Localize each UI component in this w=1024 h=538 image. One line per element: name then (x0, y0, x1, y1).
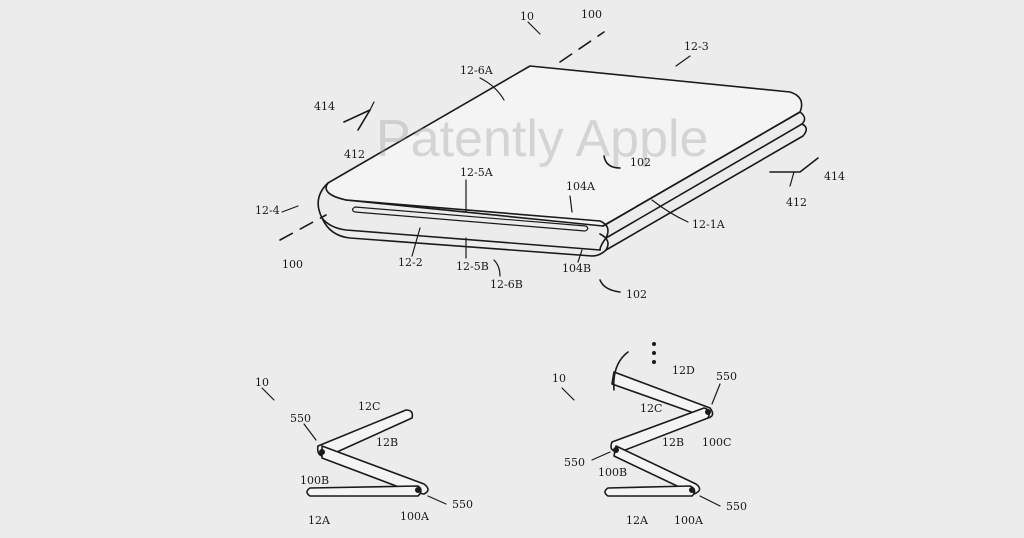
label-side-top-right: 12-3 (684, 40, 709, 53)
zfold-right-label-550-mid: 550 (564, 456, 585, 469)
zfold-left-label-550-bottom: 550 (452, 498, 473, 511)
zfold-right-label-100b: 100B (598, 466, 627, 479)
zfold-left-label-100a: 100A (400, 510, 430, 523)
direction-arrow-right (770, 158, 818, 172)
zfold-left-hinge-b-dot (319, 449, 325, 455)
zfold-left-label-12a: 12A (308, 514, 331, 527)
zfold-left-leader-550-bottom (428, 496, 446, 504)
label-rotation-top: 102 (630, 156, 651, 169)
zfold-right-leader-550-top (712, 384, 720, 404)
label-hinge-top: 104A (566, 180, 596, 193)
fold-axis-left (280, 215, 326, 240)
label-arrow-left: 414 (314, 100, 335, 113)
zfold-left-label-12b: 12B (376, 436, 398, 449)
label-axis-left: 100 (282, 258, 303, 271)
zfold-left-figure (262, 388, 446, 504)
label-hinge-bottom: 104B (562, 262, 591, 275)
zfold-right-label-device: 10 (552, 372, 566, 385)
zfold-left-leader-10 (262, 388, 274, 400)
label-arrow-right-ref: 412 (786, 196, 807, 209)
leader-12-1A (652, 200, 688, 222)
zfold-right-label-550-top: 550 (716, 370, 737, 383)
continuation-dot-1 (652, 342, 656, 346)
label-axis-top: 100 (581, 8, 602, 21)
continuation-dot-2 (652, 351, 656, 355)
leader-10-top (528, 22, 540, 34)
direction-arrow-left-tip (370, 102, 374, 110)
zfold-right-label-100c: 100C (702, 436, 731, 449)
zfold-right-label-12d: 12D (672, 364, 695, 377)
zfold-right-label-100a: 100A (674, 514, 704, 527)
label-surface-top: 12-6A (460, 64, 494, 77)
label-arrow-right: 414 (824, 170, 845, 183)
zfold-right-hinge-a-dot (689, 487, 695, 493)
leader-12-4 (282, 206, 298, 212)
label-surface-bottom: 12-6B (490, 278, 523, 291)
label-fold-outer: 12-5A (460, 166, 494, 179)
label-device-ref: 10 (520, 10, 534, 23)
continuation-dot-3 (652, 360, 656, 364)
watermark: Patently Apple (376, 110, 708, 168)
label-edge-left: 12-4 (255, 204, 280, 217)
rotation-arrow-bottom (600, 280, 620, 292)
zfold-right-leader-550-bottom (700, 496, 720, 506)
direction-arrow-left (344, 110, 370, 130)
label-arrow-left-ref: 412 (344, 148, 365, 161)
zfold-right-figure (562, 342, 720, 506)
zfold-left-leader-550-top (304, 424, 316, 440)
device-bottom-right-corner (592, 234, 608, 256)
zfold-right-label-12b: 12B (662, 436, 684, 449)
zfold-right-label-12c: 12C (640, 402, 662, 415)
leader-12-3 (676, 56, 690, 66)
zfold-right-label-550-bottom: 550 (726, 500, 747, 513)
zfold-right-panel-a (605, 486, 695, 496)
leader-12-6B (494, 260, 500, 276)
label-side-front: 12-2 (398, 256, 423, 269)
zfold-left-label-device: 10 (255, 376, 269, 389)
label-side-right: 12-1A (692, 218, 726, 231)
zfold-right-hinge-c-dot (705, 409, 711, 415)
zfold-right-leader-10 (562, 388, 574, 400)
fold-axis-top (560, 32, 604, 62)
zfold-left-label-100b: 100B (300, 474, 329, 487)
zfold-left-labels: 10 12C 550 12B 100B 550 12A 100A (255, 376, 473, 527)
zfold-left-hinge-a-dot (415, 487, 421, 493)
direction-arrow-right-lead (790, 172, 794, 186)
zfold-left-label-550-top: 550 (290, 412, 311, 425)
zfold-right-hinge-b-dot (613, 447, 619, 453)
zfold-right-label-12a: 12A (626, 514, 649, 527)
label-fold-inner: 12-5B (456, 260, 489, 273)
zfold-right-leader-550-mid (592, 452, 610, 460)
zfold-left-panel-a (307, 486, 421, 496)
zfold-left-label-12c: 12C (358, 400, 380, 413)
label-rotation-bottom: 102 (626, 288, 647, 301)
